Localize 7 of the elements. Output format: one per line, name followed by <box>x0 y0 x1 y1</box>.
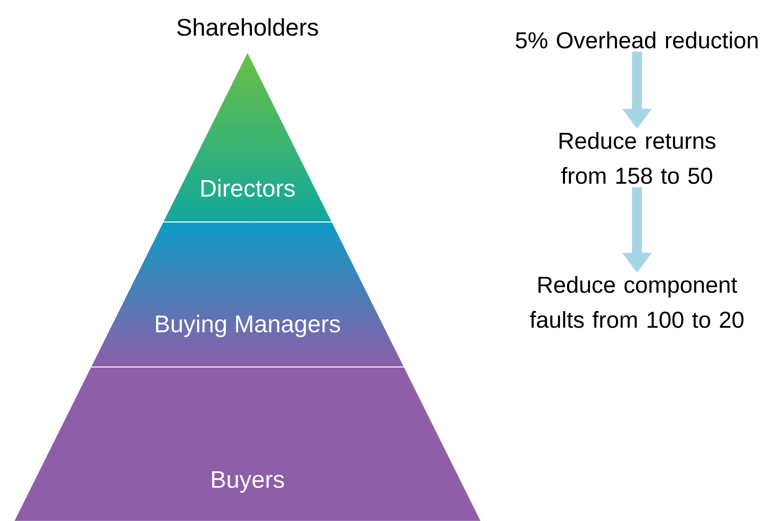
pyramid-level: Buyers <box>212 471 284 493</box>
step-text: Reduce component faults from 100 to 20 <box>530 276 744 328</box>
apex-label: Shareholders <box>177 18 318 36</box>
pyramid-level: Directors <box>201 179 295 197</box>
step-text: 5% Overhead reduction <box>516 32 758 48</box>
pyramid-level: Buying Managers <box>156 314 340 338</box>
step-text: Reduce returns from 158 to 50 <box>560 132 716 184</box>
